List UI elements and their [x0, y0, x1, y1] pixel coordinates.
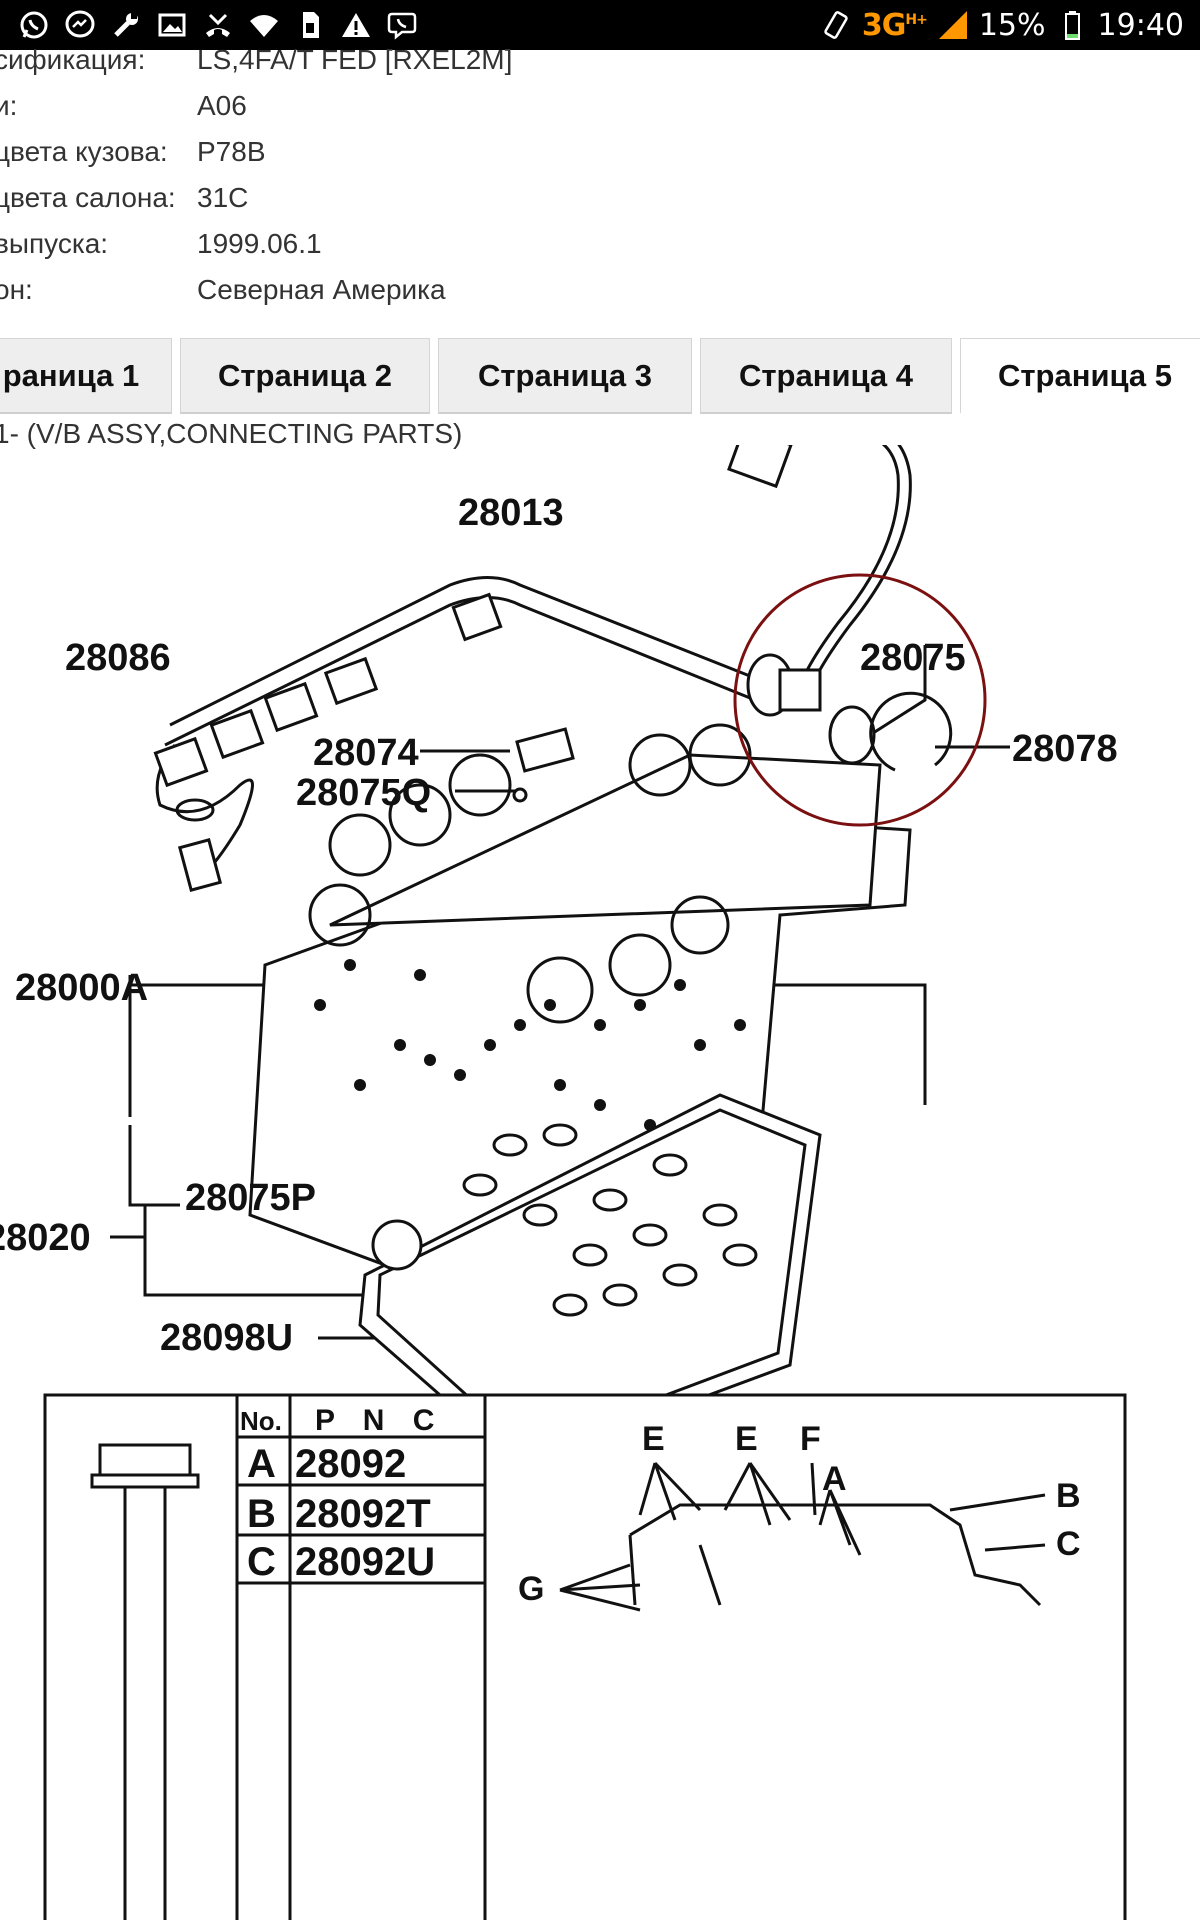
- info-value: A06: [197, 90, 247, 121]
- clock: 19:40: [1097, 7, 1184, 43]
- signal-icon: [937, 9, 969, 41]
- sim-icon: [294, 9, 326, 41]
- location-letter-c: C: [1056, 1525, 1081, 1563]
- location-letter-e2: E: [735, 1420, 758, 1458]
- table-row-b-pnc: 28092T: [295, 1492, 431, 1536]
- info-row: сификация: LS,4FA/T FED [RXEL2M]: [0, 38, 1200, 84]
- info-label: цвета салона:: [0, 182, 176, 213]
- messenger-icon: [64, 9, 96, 41]
- info-label: он:: [0, 274, 33, 305]
- location-letter-g: G: [518, 1570, 544, 1608]
- parts-diagram-svg: 28013 28086 28075 28074 28075Q 28078 280…: [0, 445, 1127, 1920]
- bolt-table: No. P N C A 28092 B 28092T C 28092U: [43, 1393, 1127, 1920]
- bolt-location-diagram: [559, 1461, 1046, 1612]
- part-label-28013[interactable]: 28013: [458, 492, 564, 534]
- part-label-28075P[interactable]: 28075P: [185, 1177, 316, 1219]
- info-value: 1999.06.1: [197, 228, 322, 259]
- location-letter-f: F: [800, 1420, 821, 1458]
- table-header-pnc: P N C: [315, 1404, 444, 1437]
- vibrate-icon: [820, 9, 852, 41]
- tab-page-3[interactable]: Страница 3: [438, 338, 692, 414]
- location-letter-b: B: [1056, 1477, 1081, 1515]
- location-letter-e1: E: [642, 1420, 665, 1458]
- part-label-28074[interactable]: 28074: [313, 732, 419, 774]
- table-row-a-no: A: [247, 1442, 276, 1486]
- location-letter-a: A: [822, 1460, 847, 1498]
- whatsapp-icon: [18, 9, 50, 41]
- wifi-icon: [248, 9, 280, 41]
- part-label-28075[interactable]: 28075: [860, 637, 966, 679]
- part-label-28078[interactable]: 28078: [1012, 728, 1118, 770]
- viber-icon: [386, 9, 418, 41]
- tab-page-2[interactable]: Страница 2: [180, 338, 430, 414]
- info-label: и:: [0, 90, 18, 121]
- wrench-icon: [110, 9, 142, 41]
- part-label-28020[interactable]: 28020: [0, 1217, 91, 1259]
- info-value: Северная Америка: [197, 274, 446, 305]
- missed-call-icon: [202, 9, 234, 41]
- tab-page-1[interactable]: раница 1: [0, 338, 172, 414]
- part-label-28000A[interactable]: 28000A: [15, 967, 148, 1009]
- parts-diagram[interactable]: 28013 28086 28075 28074 28075Q 28078 280…: [0, 445, 1200, 1920]
- annotation-circle: [733, 573, 987, 827]
- image-icon: [156, 9, 188, 41]
- table-row-c-pnc: 28092U: [295, 1540, 435, 1584]
- network-type: 3GH+: [861, 7, 928, 43]
- page-tabs: раница 1 Страница 2 Страница 3 Страница …: [0, 338, 1200, 418]
- info-label: выпуска:: [0, 228, 109, 259]
- info-label: сификация:: [0, 44, 146, 75]
- info-row: он: Северная Америка: [0, 268, 1200, 314]
- info-label: цвета кузова:: [0, 136, 168, 167]
- notification-icons: [0, 9, 418, 41]
- status-bar: 3GH+ 15% 19:40: [0, 0, 1200, 50]
- tab-page-4[interactable]: Страница 4: [700, 338, 952, 414]
- table-row-b-no: B: [247, 1492, 276, 1536]
- info-row: выпуска: 1999.06.1: [0, 222, 1200, 268]
- part-label-28075Q[interactable]: 28075Q: [296, 772, 431, 814]
- table-header-no: No.: [240, 1406, 282, 1436]
- diagram-caption: 1- (V/B ASSY,CONNECTING PARTS): [0, 418, 463, 449]
- info-value: 31C: [197, 182, 249, 213]
- part-label-28098U[interactable]: 28098U: [160, 1317, 293, 1359]
- battery-percent: 15%: [978, 7, 1046, 43]
- info-value: LS,4FA/T FED [RXEL2M]: [197, 44, 513, 75]
- part-label-28086[interactable]: 28086: [65, 637, 171, 679]
- table-row-c-no: C: [247, 1540, 276, 1584]
- table-row-a-pnc: 28092: [295, 1442, 406, 1486]
- battery-icon: [1056, 9, 1088, 41]
- system-indicators: 3GH+ 15% 19:40: [820, 8, 1200, 43]
- info-row: цвета кузова: P78B: [0, 130, 1200, 176]
- bolt-icon: [90, 1443, 200, 1920]
- tab-page-5[interactable]: Страница 5: [960, 338, 1200, 414]
- warning-icon: [340, 9, 372, 41]
- info-row: цвета салона: 31C: [0, 176, 1200, 222]
- vehicle-info: сификация: LS,4FA/T FED [RXEL2M] и: A06 цв…: [0, 38, 1200, 314]
- info-row: и: A06: [0, 84, 1200, 130]
- info-value: P78B: [197, 136, 266, 167]
